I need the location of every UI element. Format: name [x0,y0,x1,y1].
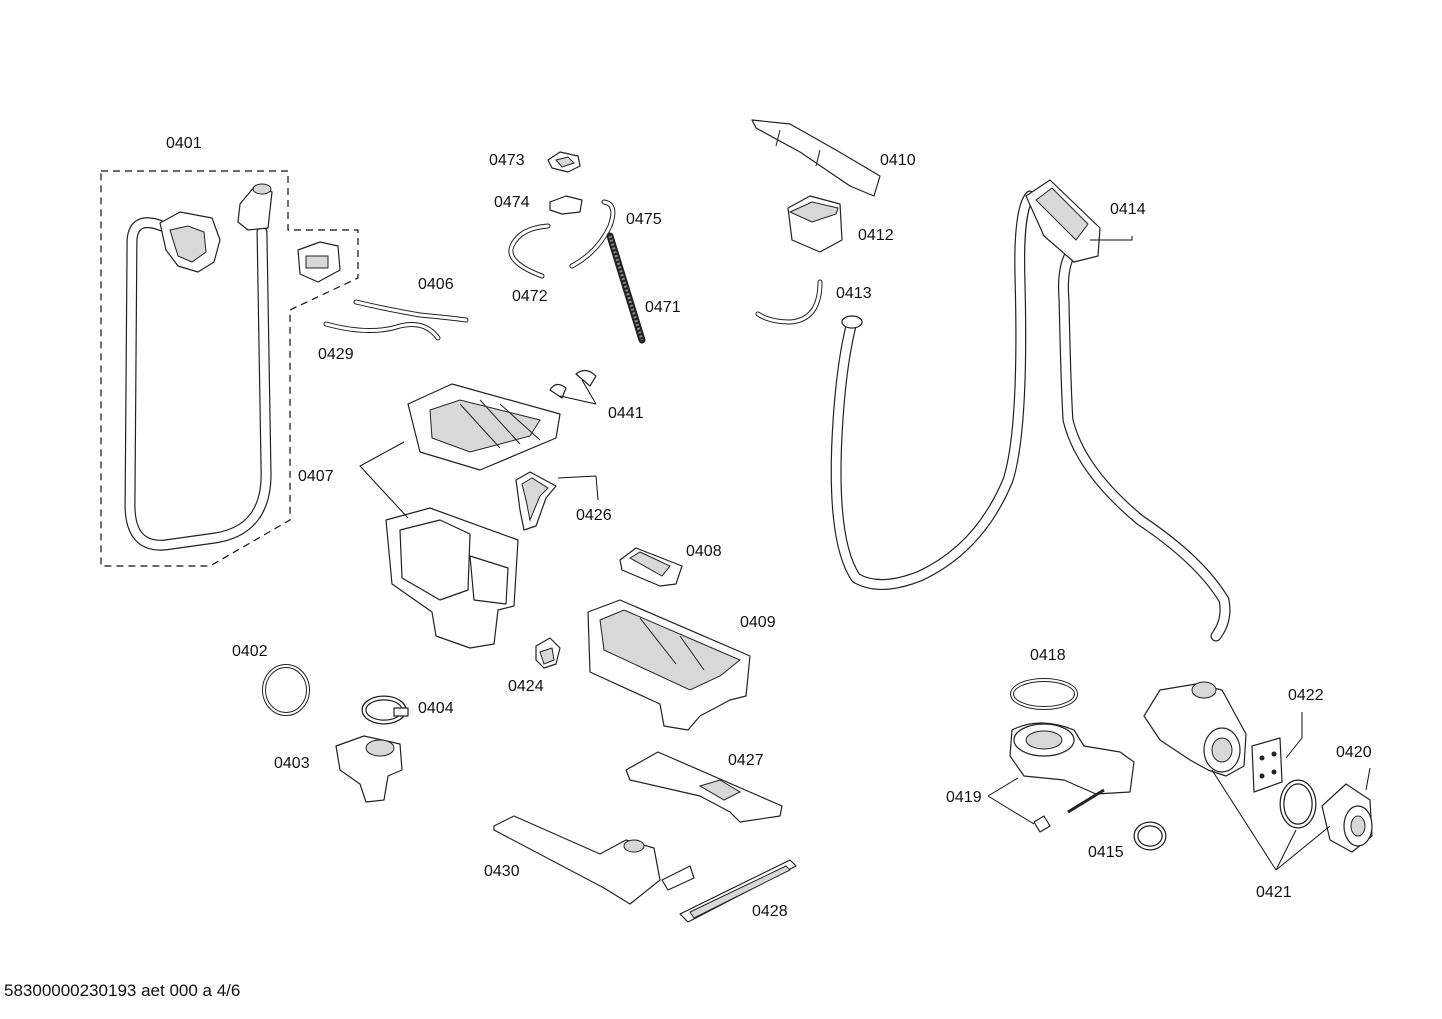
label-0428: 0428 [752,903,788,920]
part-0404-clamp [361,695,409,725]
part-0441-clips [549,369,597,399]
part-0475-hose [569,199,616,269]
part-0430-panel [493,815,695,905]
part-0409-dispenser-drawer [587,599,751,731]
label-0420: 0420 [1336,744,1372,761]
part-0473-clip [547,151,581,173]
label-0415: 0415 [1088,844,1124,861]
label-0407: 0407 [298,468,334,485]
part-0424-fitting [535,637,561,669]
label-0421: 0421 [1256,884,1292,901]
part-0402-ring [262,664,310,716]
label-0404: 0404 [418,700,454,717]
label-0419: 0419 [946,789,982,806]
label-0473: 0473 [489,152,525,169]
part-0472-hose [508,223,551,279]
label-0422: 0422 [1288,687,1324,704]
label-0426: 0426 [576,507,612,524]
part-0421-drain-pump [1143,681,1247,777]
label-0413: 0413 [836,285,872,302]
label-0402: 0402 [232,643,268,660]
part-0414-drain-hose [830,179,1231,642]
label-0410: 0410 [880,152,916,169]
part-labels: 0401 0473 0410 0474 0475 0414 0412 0406 … [166,135,1372,920]
part-0471-hose [606,232,646,344]
label-0406: 0406 [418,276,454,293]
label-0475: 0475 [626,211,662,228]
part-0410-bracket [751,119,881,197]
label-0414: 0414 [1110,201,1146,218]
part-0421-seal-ring [1279,779,1317,829]
part-0415-clamp [1133,821,1167,851]
part-0422-plate [1251,737,1283,793]
label-0408: 0408 [686,543,722,560]
label-0471: 0471 [645,299,681,316]
label-0403: 0403 [274,755,310,772]
document-footer-id: 58300000230193 aet 000 a 4/6 [4,981,241,1000]
label-0429: 0429 [318,346,354,363]
part-0427-panel [625,751,783,823]
part-0406-hose [353,299,469,323]
label-0474: 0474 [494,194,530,211]
part-0401-inlet-hose-assembly [100,170,359,567]
part-0419-bellows [1009,722,1135,833]
label-0441: 0441 [608,405,644,422]
part-0428-panel [679,859,797,923]
leader-lines [359,236,1371,871]
part-0426-seal [515,471,557,531]
label-0401: 0401 [166,135,202,152]
part-0418-clamp-ring [1010,678,1078,710]
part-0429-hose [323,321,441,341]
label-0472: 0472 [512,288,548,305]
label-0430: 0430 [484,863,520,880]
part-0474-clip [549,195,583,215]
part-0420-filter [1321,783,1373,853]
part-0413-hose [755,279,823,325]
part-0412-valve [787,195,843,253]
part-0403-elbow [335,735,403,803]
label-0424: 0424 [508,678,544,695]
part-0407-dispenser-housing-top [407,383,561,471]
label-0427: 0427 [728,752,764,769]
label-0418: 0418 [1030,647,1066,664]
label-0409: 0409 [740,614,776,631]
part-0408-handle [619,547,683,587]
part-0407-dispenser-housing-bottom [385,507,519,649]
label-0412: 0412 [858,227,894,244]
